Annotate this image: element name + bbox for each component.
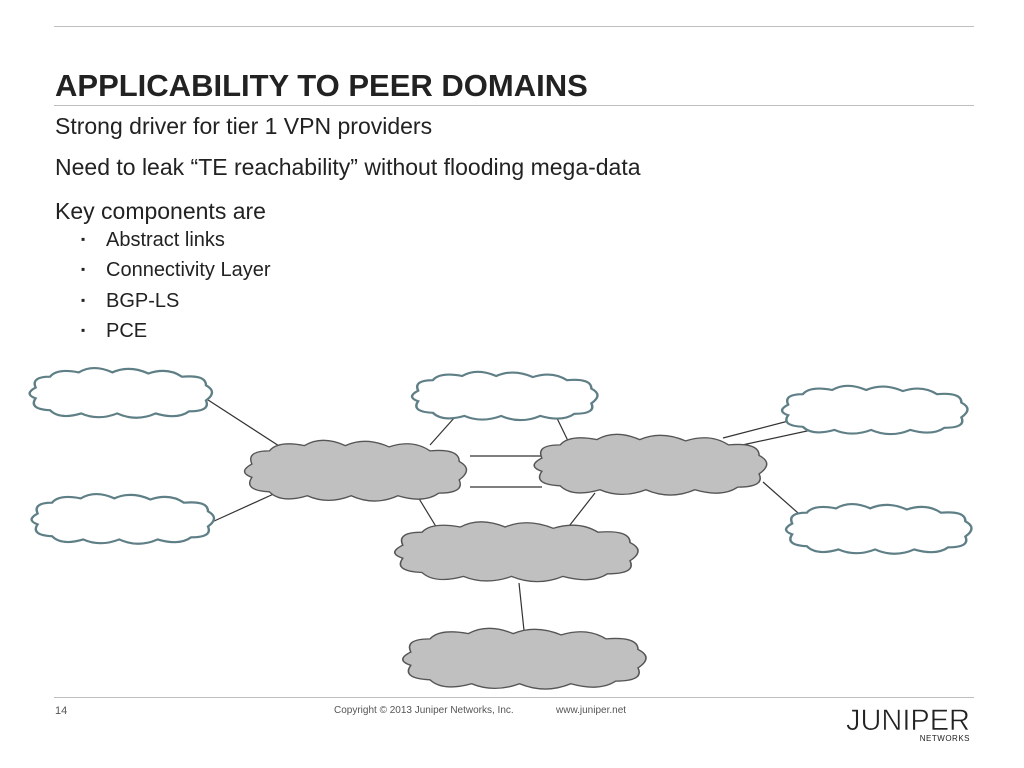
footer-divider — [54, 697, 974, 698]
bullet-tier1-driver: Strong driver for tier 1 VPN providers — [55, 113, 433, 139]
bullet-te-reachability: Need to leak “TE reachability” without f… — [55, 154, 641, 180]
bullet-key-components: Key components are — [55, 198, 266, 224]
page-number: 14 — [55, 705, 68, 717]
network-diagram — [28, 366, 973, 690]
bullet-marker-icon: ▪ — [81, 262, 86, 276]
top-divider — [54, 26, 974, 27]
bullet-marker-icon: ▪ — [81, 323, 86, 337]
peer-cloud-top-right — [780, 384, 969, 436]
logo-subtext: NETWORKS — [920, 734, 970, 743]
peer-cloud-bottom-right — [784, 502, 973, 555]
sub-bullet-bgp-ls: ▪ BGP-LS — [81, 290, 179, 313]
sub-bullet-abstract-links: ▪ Abstract links — [81, 229, 225, 252]
core-cloud-right — [533, 433, 768, 496]
logo-wordmark: JUNIPER — [846, 704, 970, 737]
core-domain-clouds — [243, 433, 768, 690]
bullet-marker-icon: ▪ — [81, 232, 86, 246]
sub-bullet-pce: ▪ PCE — [81, 320, 147, 343]
link-line — [211, 491, 279, 523]
sub-bullet-connectivity-layer: ▪ Connectivity Layer — [81, 259, 271, 282]
juniper-logo: JUNIPER NETWORKS — [846, 704, 970, 743]
sub-bullet-label: BGP-LS — [106, 290, 180, 312]
title-divider — [54, 105, 974, 106]
link-group — [204, 397, 831, 641]
copyright-notice: Copyright © 2013 Juniper Networks, Inc. — [334, 705, 514, 716]
slide-title: APPLICABILITY TO PEER DOMAINS — [55, 68, 588, 103]
peer-cloud-bottom-left — [30, 492, 216, 545]
link-line — [565, 492, 596, 531]
website-url: www.juniper.net — [556, 705, 627, 716]
bullet-marker-icon: ▪ — [81, 293, 86, 307]
sub-bullet-label: Abstract links — [106, 229, 225, 251]
core-cloud-left — [243, 439, 468, 502]
sub-bullet-label: Connectivity Layer — [106, 259, 271, 281]
peer-cloud-top-center — [410, 370, 599, 422]
sub-bullet-label: PCE — [106, 320, 148, 342]
peer-cloud-top-left — [28, 366, 214, 419]
core-cloud-center — [393, 520, 639, 583]
core-cloud-bottom — [401, 627, 647, 690]
